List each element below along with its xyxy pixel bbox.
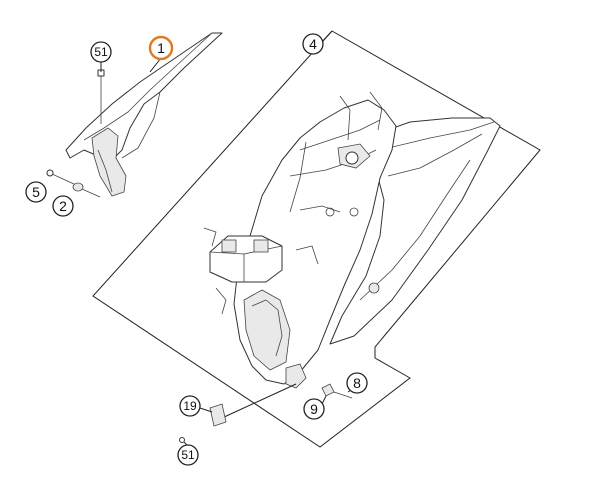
screw-5-head (46, 169, 54, 177)
callout-5-label: 5 (32, 184, 40, 200)
callout-8-ring (346, 372, 368, 394)
callout-2[interactable]: 2 (52, 195, 74, 217)
callout-51-top-label: 51 (94, 45, 108, 59)
callout-1-label: 1 (157, 40, 165, 56)
screw-51-bottom (179, 437, 185, 443)
callout-51-bottom-label: 51 (181, 448, 195, 462)
callout-19[interactable]: 19 (179, 395, 201, 417)
callout-4-label: 4 (309, 36, 317, 52)
callout-5-ring (25, 181, 47, 203)
callout-19-label: 19 (183, 399, 197, 413)
washer-2 (72, 182, 84, 192)
rear-fender-airbox-part (179, 91, 501, 443)
callout-51-top-ring (90, 41, 112, 63)
assembly-frame (92, 30, 541, 448)
callout-51-top[interactable]: 51 (90, 41, 112, 63)
callout-9[interactable]: 9 (303, 398, 325, 420)
callout-2-label: 2 (59, 198, 67, 214)
callout-1[interactable]: 1 (148, 35, 174, 61)
callout-51-bottom-ring (177, 444, 199, 466)
callout-1-ring (148, 35, 174, 61)
side-cover-part (46, 32, 223, 198)
callout-4[interactable]: 4 (302, 33, 324, 55)
callout-19-ring (179, 395, 201, 417)
callout-5[interactable]: 5 (25, 181, 47, 203)
callout-8-label: 8 (353, 375, 361, 391)
callout-51-bottom[interactable]: 51 (177, 444, 199, 466)
callout-2-ring (52, 195, 74, 217)
callout-8[interactable]: 8 (346, 372, 368, 394)
callout-4-ring (302, 33, 324, 55)
clip-19 (209, 403, 227, 427)
callout-9-ring (303, 398, 325, 420)
screw-5-shaft (51, 173, 75, 185)
callout-9-label: 9 (310, 401, 318, 417)
